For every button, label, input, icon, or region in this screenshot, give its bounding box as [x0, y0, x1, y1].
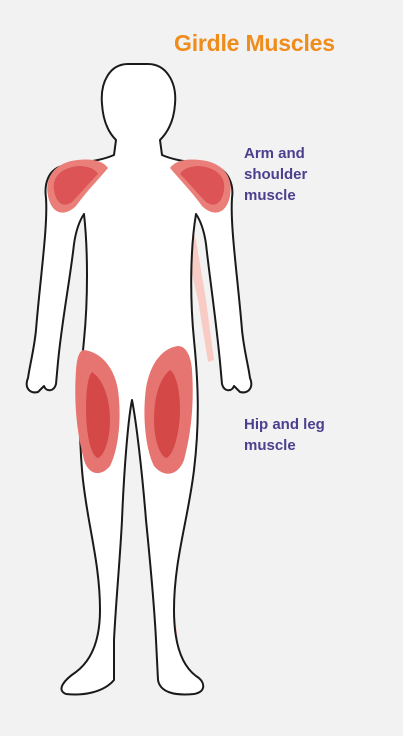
body-outline: [27, 64, 252, 694]
